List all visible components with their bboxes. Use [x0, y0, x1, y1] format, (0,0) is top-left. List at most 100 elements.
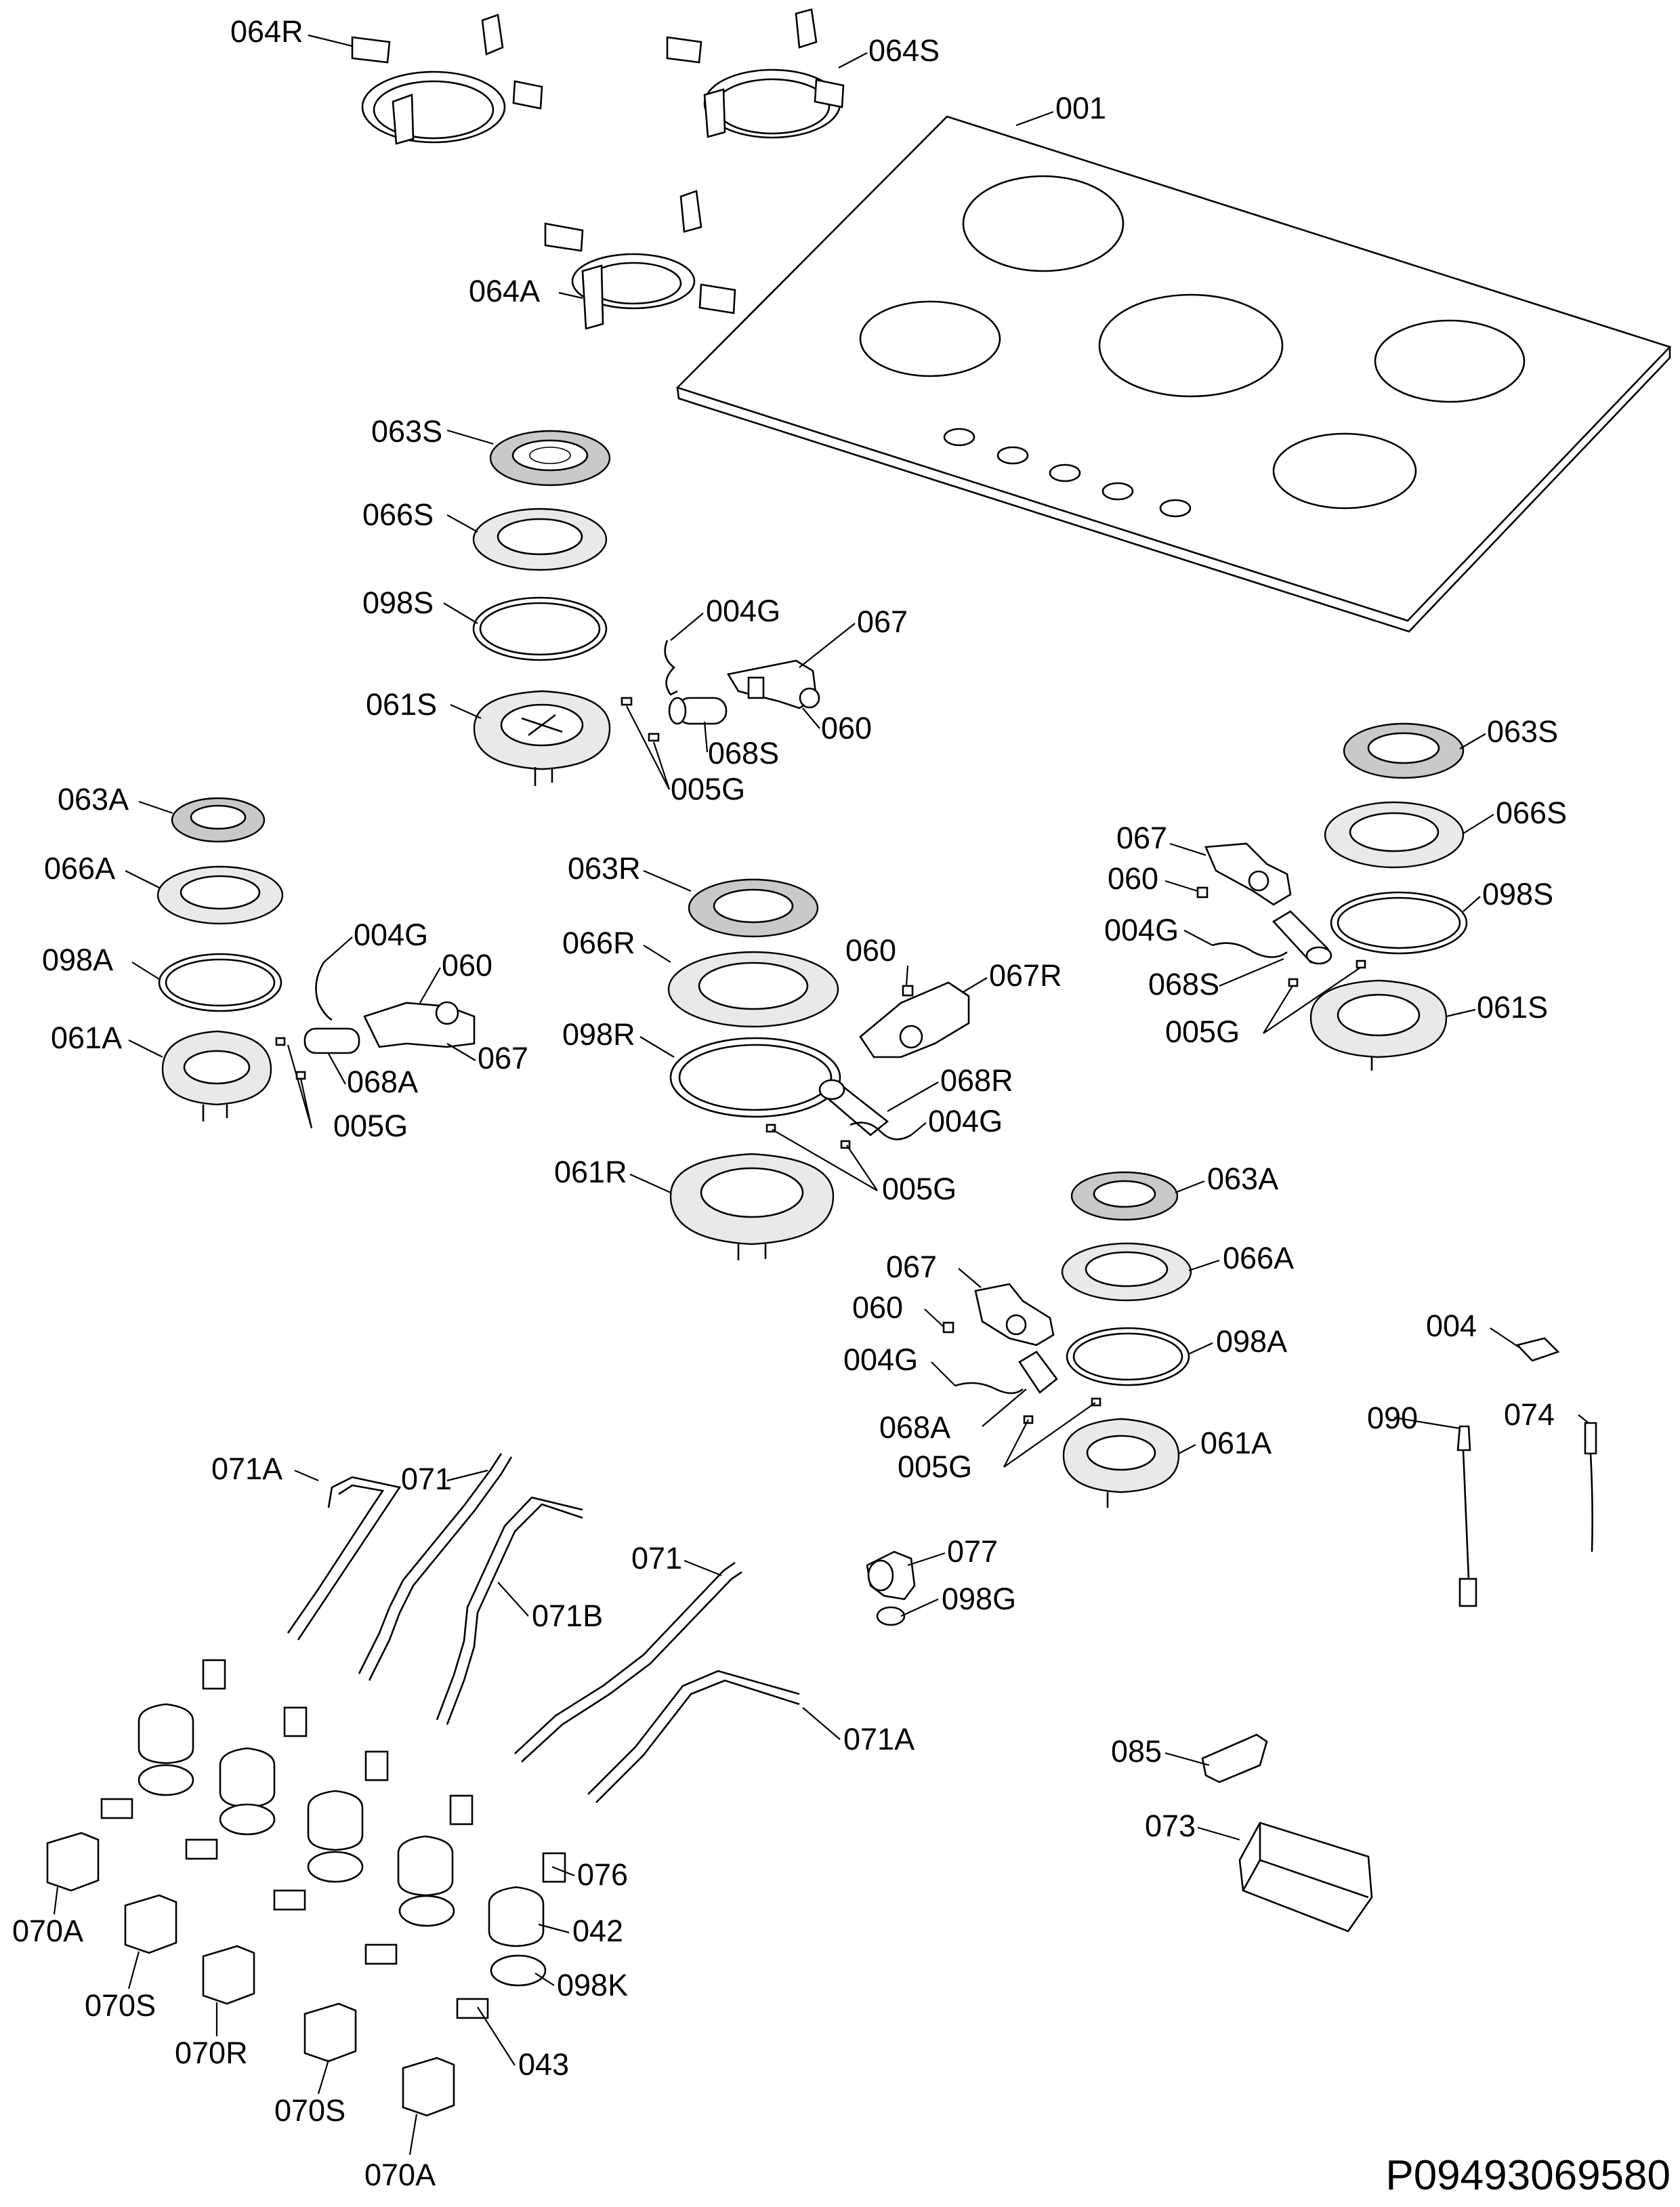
- callout-090: 090: [1367, 1401, 1418, 1435]
- callout-005G: 005G: [671, 772, 745, 806]
- gas-pipe-071A-right: [587, 1670, 800, 1803]
- callout-070A: 070A: [12, 1914, 83, 1948]
- callout-067R: 067R: [989, 958, 1062, 993]
- callout-067: 067: [1116, 821, 1167, 855]
- injector-068A-lower: [1018, 1350, 1058, 1394]
- screws-005G-left: [275, 1037, 306, 1080]
- callout-005G: 005G: [898, 1449, 972, 1484]
- seal-ring-098A-left: [158, 953, 282, 1012]
- seal-ring-098S-right: [1330, 891, 1468, 955]
- pan-support-064S: [666, 8, 845, 139]
- callout-064R: 064R: [230, 14, 303, 49]
- callout-060: 060: [845, 933, 896, 968]
- callout-004G: 004G: [1104, 913, 1179, 947]
- callout-060: 060: [1108, 861, 1158, 896]
- bracket-085: [1201, 1733, 1268, 1783]
- callout-068A: 068A: [347, 1065, 418, 1099]
- callout-061S: 061S: [1477, 990, 1548, 1025]
- clip-004G-center: [849, 1121, 912, 1140]
- callout-061A: 061A: [1200, 1426, 1272, 1460]
- callout-005G: 005G: [882, 1172, 957, 1206]
- callout-001: 001: [1055, 91, 1106, 125]
- callout-063A: 063A: [1207, 1161, 1278, 1196]
- callout-085: 085: [1111, 1734, 1162, 1769]
- screws-005G-center: [765, 1123, 851, 1149]
- flame-spreader-066S-right: [1324, 801, 1465, 869]
- switch-clips-076: [202, 1659, 566, 1883]
- flame-spreader-066R: [667, 951, 839, 1028]
- thermocouple-090: [1456, 1425, 1477, 1607]
- callout-071: 071: [631, 1541, 682, 1575]
- clip-004: [1515, 1337, 1560, 1362]
- clip-004G-left: [315, 962, 333, 1021]
- callout-064A: 064A: [469, 274, 540, 308]
- callout-098K: 098K: [557, 1968, 628, 2002]
- callout-063S: 063S: [1487, 714, 1558, 749]
- callout-004G: 004G: [928, 1104, 1003, 1138]
- elbow-077: [866, 1550, 916, 1601]
- burner-body-061A-lower: [1062, 1418, 1180, 1508]
- nut-060-lower: [942, 1321, 954, 1334]
- callout-071B: 071B: [532, 1598, 603, 1633]
- glass-cooktop-001: [675, 115, 1672, 633]
- callout-098G: 098G: [942, 1582, 1016, 1616]
- document-id: P09493069580: [1385, 2152, 1671, 2199]
- burner-body-061R: [669, 1153, 835, 1260]
- callout-068S: 068S: [708, 736, 779, 770]
- callout-068R: 068R: [940, 1063, 1013, 1098]
- callout-063A: 063A: [58, 782, 129, 817]
- callout-098S: 098S: [362, 585, 434, 620]
- callout-063R: 063R: [568, 851, 641, 886]
- callout-005G: 005G: [333, 1109, 408, 1143]
- callout-071A: 071A: [211, 1451, 282, 1486]
- callout-071A: 071A: [843, 1722, 915, 1756]
- callout-labels: 064R 064S 001 064A 063S 066S 098S 004G 0…: [12, 14, 1567, 2192]
- callout-061A: 061A: [51, 1020, 122, 1055]
- callout-061S: 061S: [366, 687, 437, 722]
- callout-060: 060: [442, 948, 492, 983]
- callout-066A: 066A: [1223, 1241, 1294, 1275]
- burner-cap-063R: [688, 878, 819, 938]
- callout-098A: 098A: [1216, 1324, 1287, 1359]
- gas-holder-067-lower: [974, 1283, 1055, 1346]
- gas-holder-067-left: [363, 1001, 476, 1048]
- seal-ring-098S-upper: [472, 596, 608, 661]
- gas-pipe-071B: [436, 1496, 583, 1725]
- callout-073: 073: [1145, 1809, 1196, 1843]
- callout-042: 042: [572, 1914, 623, 1948]
- seal-ring-098R: [669, 1037, 841, 1118]
- clip-004G-lower: [954, 1382, 1024, 1395]
- callout-060: 060: [821, 711, 872, 745]
- gas-holder-067-upper: [726, 659, 820, 709]
- injector-068S-upper: [668, 697, 728, 725]
- callout-004: 004: [1426, 1308, 1477, 1343]
- callout-063S: 063S: [371, 414, 442, 449]
- seal-ring-098A-lower: [1066, 1327, 1190, 1386]
- callout-098A: 098A: [42, 943, 113, 977]
- flame-spreader-066A-lower: [1061, 1242, 1192, 1302]
- callout-068S: 068S: [1148, 967, 1219, 1002]
- callout-060: 060: [852, 1290, 903, 1325]
- flame-spreader-066S-upper: [472, 508, 608, 571]
- callout-067: 067: [886, 1250, 937, 1284]
- gas-pipe-071-right: [514, 1561, 742, 1762]
- callout-070R: 070R: [175, 2036, 248, 2070]
- gas-pipe-071: [358, 1453, 513, 1681]
- leader-lines: [53, 34, 1589, 2156]
- callout-004G: 004G: [354, 917, 428, 952]
- thermocouple-clip-004G-upper: [664, 640, 678, 696]
- callout-061R: 061R: [554, 1155, 627, 1189]
- callout-070S: 070S: [85, 1988, 156, 2023]
- injector-068R: [818, 1079, 889, 1136]
- gas-holder-067R: [859, 981, 970, 1058]
- burner-cap-063A-left: [171, 797, 266, 843]
- callout-005G: 005G: [1165, 1014, 1240, 1049]
- burner-body-061S-right: [1309, 979, 1448, 1071]
- gas-valves-070: [46, 1832, 455, 2117]
- nut-060-right: [1196, 886, 1209, 899]
- callout-004G: 004G: [706, 594, 780, 628]
- callout-076: 076: [577, 1857, 628, 1892]
- callout-074: 074: [1504, 1397, 1555, 1432]
